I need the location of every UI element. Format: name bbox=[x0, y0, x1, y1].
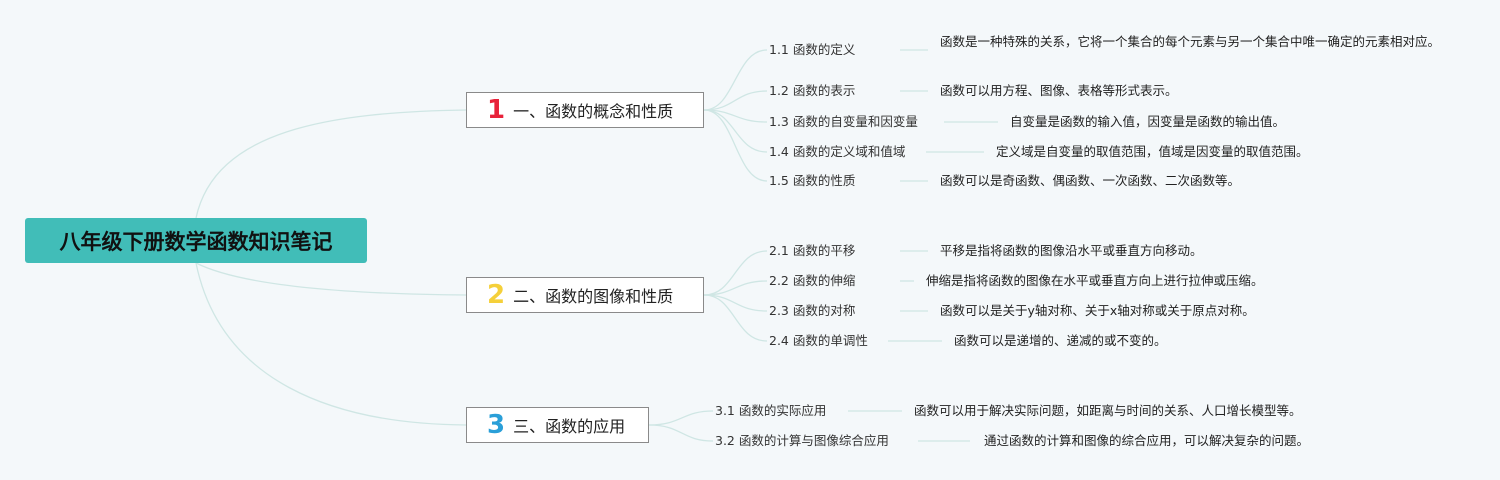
connector-root-branch-1 bbox=[195, 109, 467, 219]
connector-root-branch-2 bbox=[195, 262, 467, 296]
topic-3-2-desc: 通过函数的计算和图像的综合应用，可以解决复杂的问题。 bbox=[984, 433, 1310, 448]
topic-1-1[interactable]: 1.1 函数的定义 bbox=[769, 42, 856, 57]
topic-2-2[interactable]: 2.2 函数的伸缩 bbox=[769, 273, 856, 288]
topic-3-1-desc: 函数可以用于解决实际问题，如距离与时间的关系、人口增长模型等。 bbox=[914, 403, 1302, 418]
topic-1-1-desc: 函数是一种特殊的关系，它将一个集合的每个元素与另一个集合中唯一确定的元素相对应。 bbox=[940, 34, 1441, 49]
root-node[interactable]: 八年级下册数学函数知识笔记 bbox=[25, 218, 367, 263]
topic-2-4-desc: 函数可以是递增的、递减的或不变的。 bbox=[954, 333, 1167, 348]
topic-2-4[interactable]: 2.4 函数的单调性 bbox=[769, 333, 868, 348]
branch-2-label: 二、函数的图像和性质 bbox=[513, 287, 674, 306]
topic-2-1[interactable]: 2.1 函数的平移 bbox=[769, 243, 856, 258]
branch-1-node[interactable]: 1 一、函数的概念和性质 bbox=[466, 92, 704, 128]
topic-1-5[interactable]: 1.5 函数的性质 bbox=[769, 173, 856, 188]
topic-3-1[interactable]: 3.1 函数的实际应用 bbox=[715, 403, 827, 418]
topic-2-1-desc: 平移是指将函数的图像沿水平或垂直方向移动。 bbox=[940, 243, 1203, 258]
topic-2-3-desc: 函数可以是关于y轴对称、关于x轴对称或关于原点对称。 bbox=[940, 303, 1255, 318]
branch-1-label: 一、函数的概念和性质 bbox=[513, 102, 674, 121]
topic-2-2-desc: 伸缩是指将函数的图像在水平或垂直方向上进行拉伸或压缩。 bbox=[926, 273, 1264, 288]
branch-2-node[interactable]: 2 二、函数的图像和性质 bbox=[466, 277, 704, 313]
topic-1-4-desc: 定义域是自变量的取值范围，值域是因变量的取值范围。 bbox=[996, 144, 1309, 159]
root-title: 八年级下册数学函数知识笔记 bbox=[59, 229, 333, 254]
topic-2-3[interactable]: 2.3 函数的对称 bbox=[769, 303, 856, 318]
branch-3-number-icon: 3 bbox=[487, 410, 506, 440]
topic-3-2[interactable]: 3.2 函数的计算与图像综合应用 bbox=[715, 433, 889, 448]
topic-1-5-desc: 函数可以是奇函数、偶函数、一次函数、二次函数等。 bbox=[940, 173, 1241, 188]
branch-3-node[interactable]: 3 三、函数的应用 bbox=[466, 407, 649, 443]
connector-root-branch-3 bbox=[195, 262, 467, 426]
topic-1-3[interactable]: 1.3 函数的自变量和因变量 bbox=[769, 114, 918, 129]
topic-1-2[interactable]: 1.2 函数的表示 bbox=[769, 83, 856, 98]
branch-2-number-icon: 2 bbox=[487, 280, 506, 310]
topic-1-4[interactable]: 1.4 函数的定义域和值域 bbox=[769, 144, 906, 159]
branch-3-label: 三、函数的应用 bbox=[513, 417, 626, 436]
topic-1-3-desc: 自变量是函数的输入值，因变量是函数的输出值。 bbox=[1010, 114, 1286, 129]
topic-1-2-desc: 函数可以用方程、图像、表格等形式表示。 bbox=[940, 83, 1178, 98]
branch-1-number-icon: 1 bbox=[487, 95, 506, 125]
